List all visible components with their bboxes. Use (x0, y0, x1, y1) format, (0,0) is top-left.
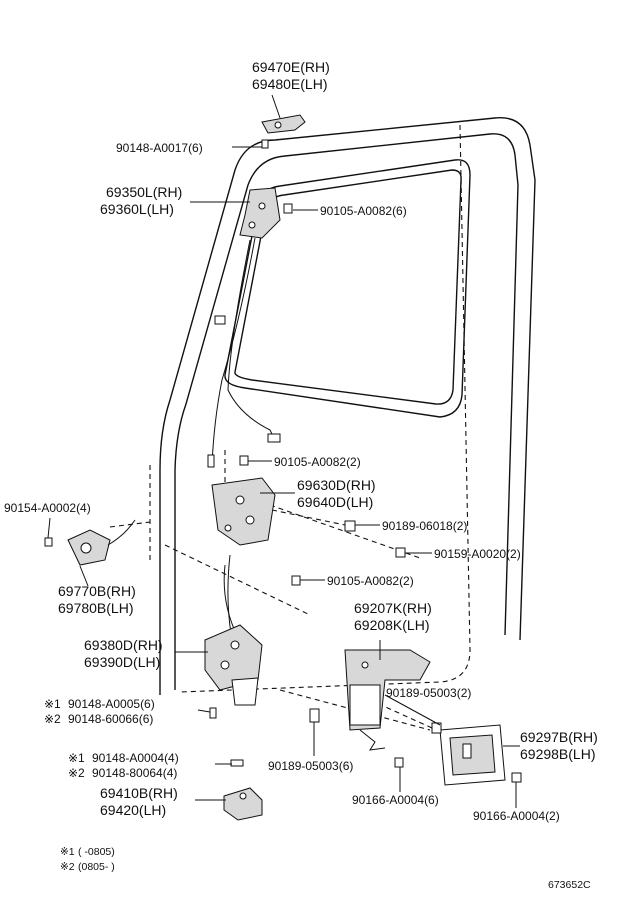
label-69298B: 69298B(LH) (520, 746, 596, 762)
note1-mark-a: ※1 (44, 697, 61, 711)
label-69640D: 69640D(LH) (297, 494, 373, 510)
label-69390D: 69390D(LH) (84, 654, 160, 670)
label-90148-60066: 90148-60066(6) (68, 712, 153, 726)
lock-control-part (211, 455, 276, 546)
footnote2-text: (0805- ) (78, 861, 115, 873)
cables (207, 237, 281, 651)
label-90189-05003-2: 90189-05003(2) (386, 686, 471, 700)
label-90166-A0004-6: 90166-A0004(6) (352, 793, 439, 807)
footnote2-mark: ※2 (60, 861, 75, 873)
inside-handle-part (344, 649, 431, 751)
label-90154-A0002: 90154-A0002(4) (4, 501, 91, 515)
note2-mark-b: ※2 (68, 766, 85, 780)
remote-handle-part (44, 519, 136, 566)
label-90189-06018: 90189-06018(2) (382, 519, 467, 533)
lower-lock-part (204, 624, 263, 719)
note2-mark-a: ※2 (44, 712, 61, 726)
upper-lock-part (239, 187, 293, 239)
label-90105-A0082-6: 90105-A0082(6) (320, 204, 407, 218)
bolt-mid2-part (291, 575, 301, 586)
label-90105-A0082-2a: 90105-A0082(2) (274, 455, 361, 469)
label-90148-A0017: 90148-A0017(6) (116, 141, 203, 155)
bezel-part (439, 724, 506, 786)
label-90148-A0005: 90148-A0005(6) (68, 697, 155, 711)
footnote1-mark: ※1 (60, 846, 75, 858)
striker-part (223, 787, 263, 821)
note1-mark-b: ※1 (68, 751, 85, 765)
label-69480E: 69480E(LH) (252, 76, 328, 92)
label-69297B: 69297B(RH) (520, 729, 598, 745)
screw-top-part (261, 139, 269, 149)
label-69410B: 69410B(RH) (100, 785, 178, 801)
label-69420: 69420(LH) (100, 802, 166, 818)
diagram-code: 673652C (548, 879, 591, 891)
label-90148-80064: 90148-80064(4) (92, 766, 177, 780)
label-69630D: 69630D(RH) (297, 477, 376, 493)
outside-handle-cover-part (261, 114, 306, 134)
leaders (47, 94, 520, 808)
label-69360L: 69360L(LH) (100, 201, 174, 217)
label-69770B: 69770B(RH) (58, 583, 136, 599)
label-69780B: 69780B(LH) (58, 600, 134, 616)
label-90148-A0004: 90148-A0004(4) (92, 751, 179, 765)
label-90105-A0082-2b: 90105-A0082(2) (327, 574, 414, 588)
labels: 69470E(RH) 69480E(LH) 90148-A0017(6) 693… (4, 59, 598, 891)
label-69470E: 69470E(RH) (252, 59, 330, 75)
label-69380D: 69380D(RH) (84, 637, 163, 653)
label-69208K: 69208K(LH) (354, 617, 430, 633)
label-90159-A0020: 90159-A0020(2) (434, 547, 521, 561)
label-90189-05003-6: 90189-05003(6) (268, 759, 353, 773)
footnote1-text: ( -0805) (78, 846, 115, 858)
label-69350L: 69350L(RH) (106, 184, 182, 200)
label-90166-A0004-2: 90166-A0004(2) (473, 809, 560, 823)
label-69207K: 69207K(RH) (354, 600, 432, 616)
